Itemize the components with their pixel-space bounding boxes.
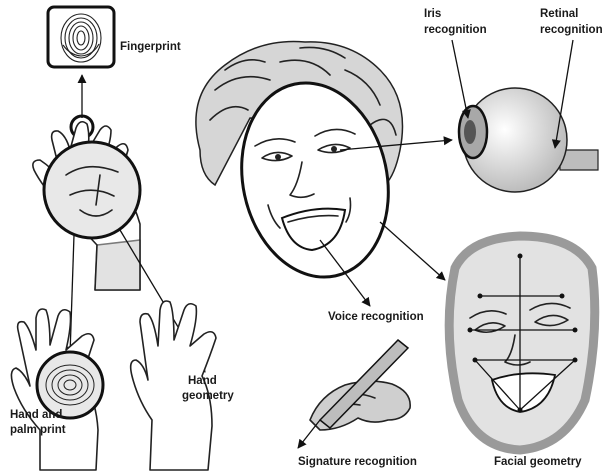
facial-geometry-frame	[449, 236, 595, 450]
label-signature: Signature recognition	[298, 456, 417, 468]
eyeball	[459, 88, 598, 192]
arrow-to-palm-print	[70, 235, 74, 355]
label-iris-2: recognition	[424, 24, 487, 36]
label-voice: Voice recognition	[328, 311, 424, 323]
arrow-to-iris	[452, 40, 468, 118]
label-hand-geometry-1: Hand	[188, 375, 217, 387]
label-facial-geometry: Facial geometry	[494, 456, 582, 468]
label-hand-palm-1: Hand and	[10, 409, 62, 421]
label-retinal-2: recognition	[540, 24, 602, 36]
arrow-to-facial-geometry	[380, 222, 445, 280]
label-iris-1: Iris	[424, 8, 441, 20]
label-hand-palm-2: palm print	[10, 424, 66, 436]
label-hand-geometry-2: geometry	[182, 390, 234, 402]
woman-portrait	[196, 41, 406, 290]
label-retinal-1: Retinal	[540, 8, 578, 20]
fingerprint-box	[48, 7, 114, 67]
label-fingerprint: Fingerprint	[120, 41, 181, 53]
